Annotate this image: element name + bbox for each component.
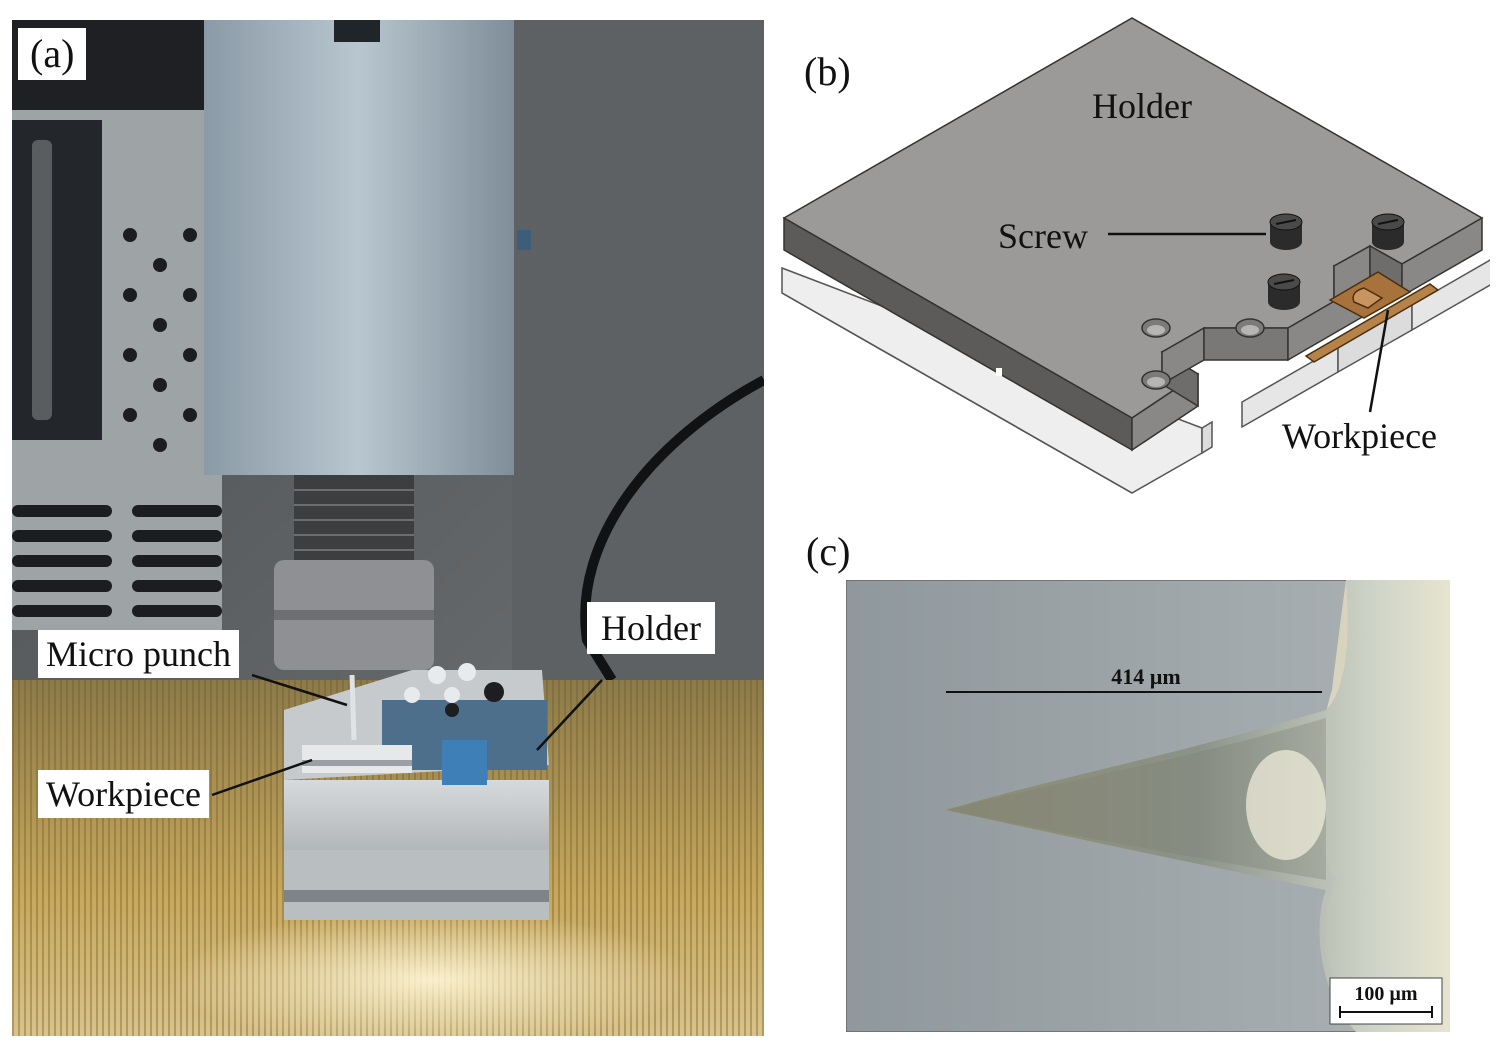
micrograph-panel: (c) 414 µm 100 µm (770, 520, 1490, 1040)
holder-holes (1141, 318, 1265, 390)
screw-label: Screw (998, 216, 1088, 256)
holder-leader (536, 679, 603, 751)
panel-c-label: (c) (806, 529, 851, 574)
workpiece-strip-drawing (1304, 283, 1440, 363)
screws (1267, 213, 1405, 310)
measurement-label: 414 µm (1111, 664, 1181, 689)
perforation-holes (123, 228, 197, 452)
press-ram (204, 20, 514, 475)
holder-drawing (781, 17, 1490, 494)
holder-label: Holder (587, 602, 715, 654)
holder-drawing-panel: (b) (770, 0, 1490, 520)
workpiece-label: Workpiece (38, 770, 210, 818)
micro-punch-label: Micro punch (38, 630, 239, 678)
scale-bar-box (1329, 977, 1443, 1025)
panel-b-label: (b) (804, 49, 851, 94)
setup-photo (12, 20, 764, 1036)
workpiece-leader (211, 758, 313, 797)
setup-photo-panel: (a) Micro punch Workpiece Holder (12, 20, 764, 1036)
micrograph: 414 µm 100 µm (846, 580, 1450, 1032)
vent-slots (12, 505, 222, 617)
micro-punch-leader (251, 673, 348, 707)
holder-label-b: Holder (1092, 86, 1192, 126)
micro-punch-pin (349, 674, 357, 741)
panel-a-label: (a) (18, 28, 87, 80)
punch-tip (946, 580, 1450, 1032)
workpiece-leader-b (1368, 309, 1390, 413)
scale-bar-label: 100 µm (1354, 983, 1418, 1005)
workpiece-label-b: Workpiece (1282, 416, 1438, 456)
workpiece-strip (302, 745, 412, 773)
